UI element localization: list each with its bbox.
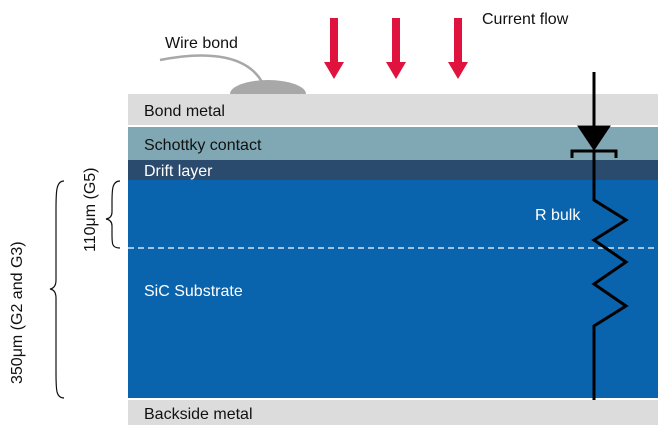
- bond-metal-label: Bond metal: [144, 103, 225, 120]
- current-flow-arrows: [324, 18, 468, 79]
- thickness-110um-label: 110μm (G5): [82, 168, 99, 253]
- wire-bond-label: Wire bond: [165, 35, 238, 52]
- current-flow-label: Current flow: [482, 11, 569, 28]
- r-bulk-label: R bulk: [535, 207, 581, 224]
- wire-bond-blob-mask: [226, 94, 310, 108]
- diode-triangle-icon: [577, 125, 611, 151]
- sic-substrate-label: SiC Substrate: [144, 283, 243, 300]
- schottky-contact-label: Schottky contact: [144, 137, 262, 154]
- resistor-zigzag-icon: [591, 188, 629, 400]
- current-arrow-3: [448, 18, 468, 79]
- brace-110um-icon: [105, 180, 121, 249]
- drift-layer-label: Drift layer: [144, 163, 213, 180]
- current-arrow-1: [324, 18, 344, 79]
- sic-substrate-layer: [128, 180, 658, 398]
- schottky-contact-layer: [128, 127, 658, 160]
- drift-layer: [128, 160, 658, 180]
- current-arrow-2: [386, 18, 406, 79]
- brace-350um-icon: [49, 180, 65, 399]
- backside-metal-layer: [128, 400, 658, 425]
- bond-metal-layer: [128, 94, 658, 125]
- schottky-diode-resistor-symbol: [570, 72, 629, 400]
- thickness-350um-label: 350μm (G2 and G3): [9, 241, 26, 384]
- backside-metal-label: Backside metal: [144, 406, 253, 423]
- wire-bond-wire: [159, 54, 264, 83]
